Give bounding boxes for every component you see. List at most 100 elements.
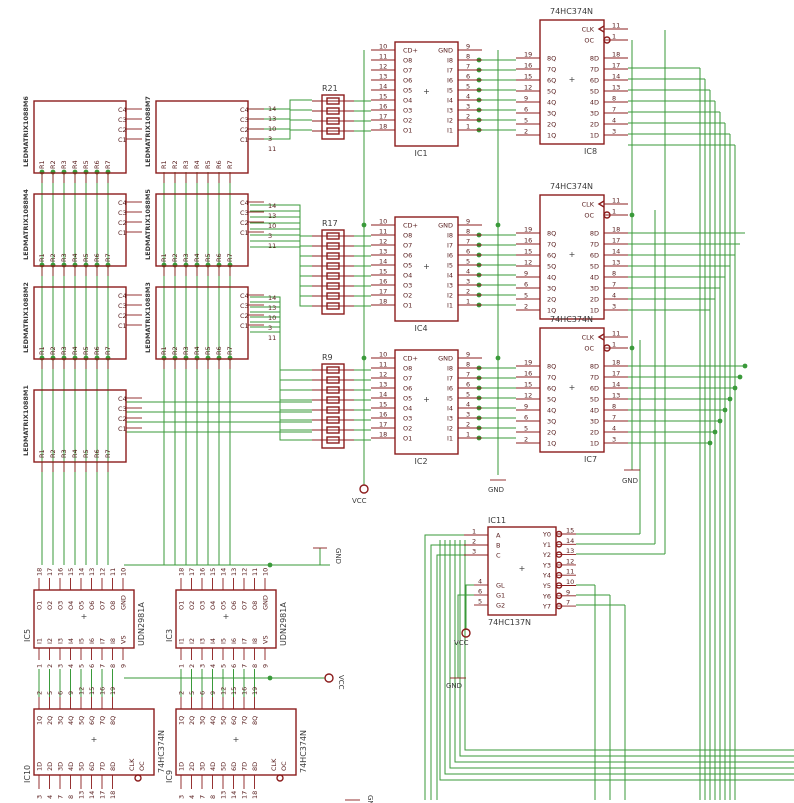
pin-label: C2: [118, 219, 127, 227]
pin-number: 19: [251, 687, 259, 695]
pin-number: 14: [379, 258, 387, 266]
pin-number: 8: [466, 361, 470, 369]
wire: [250, 331, 312, 441]
pin-label: OC: [280, 761, 288, 771]
pin-number: 11: [566, 568, 574, 576]
resistor: [326, 127, 340, 135]
pin-label: 2D: [590, 296, 599, 304]
pin-number: 10: [566, 578, 574, 586]
pin-label: O4: [403, 272, 412, 280]
pin-label: B: [496, 542, 500, 550]
latch-body: [539, 327, 605, 453]
pin-number: 18: [612, 226, 620, 234]
pin-number: 15: [379, 93, 387, 101]
pin-label: Y7: [542, 603, 551, 611]
pin-number: 10: [120, 568, 128, 576]
pin-number: 12: [524, 84, 532, 92]
led-matrix-body: [33, 286, 127, 360]
pin-number: 17: [612, 62, 620, 70]
pin-label: I8: [109, 638, 117, 644]
pin-number: 4: [612, 292, 616, 300]
pin-label: R1: [160, 253, 168, 262]
pin-number: 5: [220, 664, 228, 668]
pin-label: C3: [240, 116, 249, 124]
pin-label: C1: [240, 229, 249, 237]
pin-number: 16: [379, 411, 387, 419]
decoder-body: [487, 526, 557, 616]
pin-number: 3: [466, 278, 470, 286]
pin-number: 13: [612, 259, 620, 267]
pin-label: 1Q: [547, 307, 556, 315]
pin-number: 14: [268, 105, 276, 113]
pin-number: 14: [78, 568, 86, 576]
part-name: IC11: [488, 516, 506, 525]
pin-label: I3: [447, 282, 453, 290]
pin-label: R5: [204, 160, 212, 169]
pin-number: 6: [88, 664, 96, 668]
part-type: 74HC137N: [488, 618, 531, 627]
pin-label: C: [496, 552, 501, 560]
pin-label: 7D: [590, 241, 599, 249]
pin-number: 2: [524, 128, 528, 136]
pin-number: 9: [466, 351, 470, 359]
pin-number: 12: [78, 687, 86, 695]
pin-number: 7: [241, 664, 249, 668]
pin-label: OC: [584, 37, 594, 45]
matrix-name: LEDMATRIX1088M7: [144, 96, 152, 167]
pin-label: R5: [82, 449, 90, 458]
resistor: [326, 396, 340, 404]
pin-label: CLK: [270, 758, 278, 771]
matrix-name: LEDMATRIX1088M4: [22, 189, 30, 260]
inversion-bubble: [555, 602, 563, 610]
pin-label: CLK: [582, 201, 595, 209]
pin-number: 3: [472, 548, 476, 556]
pin-label: C1: [118, 136, 127, 144]
pin-number: 9: [524, 270, 528, 278]
pin-number: 8: [612, 403, 616, 411]
origin-mark: +: [519, 564, 526, 573]
pin-label: O4: [67, 601, 75, 610]
part-name: R9: [322, 353, 333, 362]
pin-label: 2Q: [547, 121, 556, 129]
pin-number: 14: [612, 381, 620, 389]
pin-number: 8: [466, 53, 470, 61]
pin-label: O8: [403, 57, 412, 65]
pin-label: 5Q: [547, 396, 556, 404]
pin-label: R5: [82, 253, 90, 262]
pin-number: 16: [524, 62, 532, 70]
pin-number: 11: [109, 568, 117, 576]
pin-label: C3: [240, 209, 249, 217]
pin-label: O7: [99, 601, 107, 610]
pin-label: 4D: [67, 762, 75, 771]
pin-label: C2: [118, 312, 127, 320]
pin-number: 17: [241, 791, 249, 799]
pin-label: O1: [36, 601, 44, 610]
pin-number: 2: [466, 113, 470, 121]
pin-number: 10: [379, 218, 387, 226]
pin-number: 13: [612, 84, 620, 92]
pin-label: Y3: [542, 561, 551, 569]
pin-label: I5: [220, 638, 228, 644]
junction-dot: [707, 440, 713, 446]
pin-label: I7: [447, 242, 453, 250]
pin-label: 2Q: [547, 296, 556, 304]
wire: [430, 544, 464, 800]
pin-label: C2: [118, 415, 127, 423]
wire: [459, 540, 794, 757]
pin-label: O7: [403, 375, 412, 383]
pin-number: 16: [241, 687, 249, 695]
pin-number: 13: [268, 115, 276, 123]
pin-label: R6: [93, 449, 101, 458]
wire: [250, 119, 312, 130]
pin-number: 19: [524, 359, 532, 367]
pin-number: 8: [67, 795, 75, 799]
junction-dot: [712, 429, 718, 435]
pin-number: 12: [379, 63, 387, 71]
matrix-name: LEDMATRIX1088M5: [144, 189, 152, 260]
pin-label: R6: [93, 346, 101, 355]
supply-label: GND: [622, 477, 638, 485]
resistor: [326, 117, 340, 125]
wire-layer: [38, 30, 794, 800]
pin-number: 3: [466, 411, 470, 419]
pin-number: 6: [478, 588, 482, 596]
